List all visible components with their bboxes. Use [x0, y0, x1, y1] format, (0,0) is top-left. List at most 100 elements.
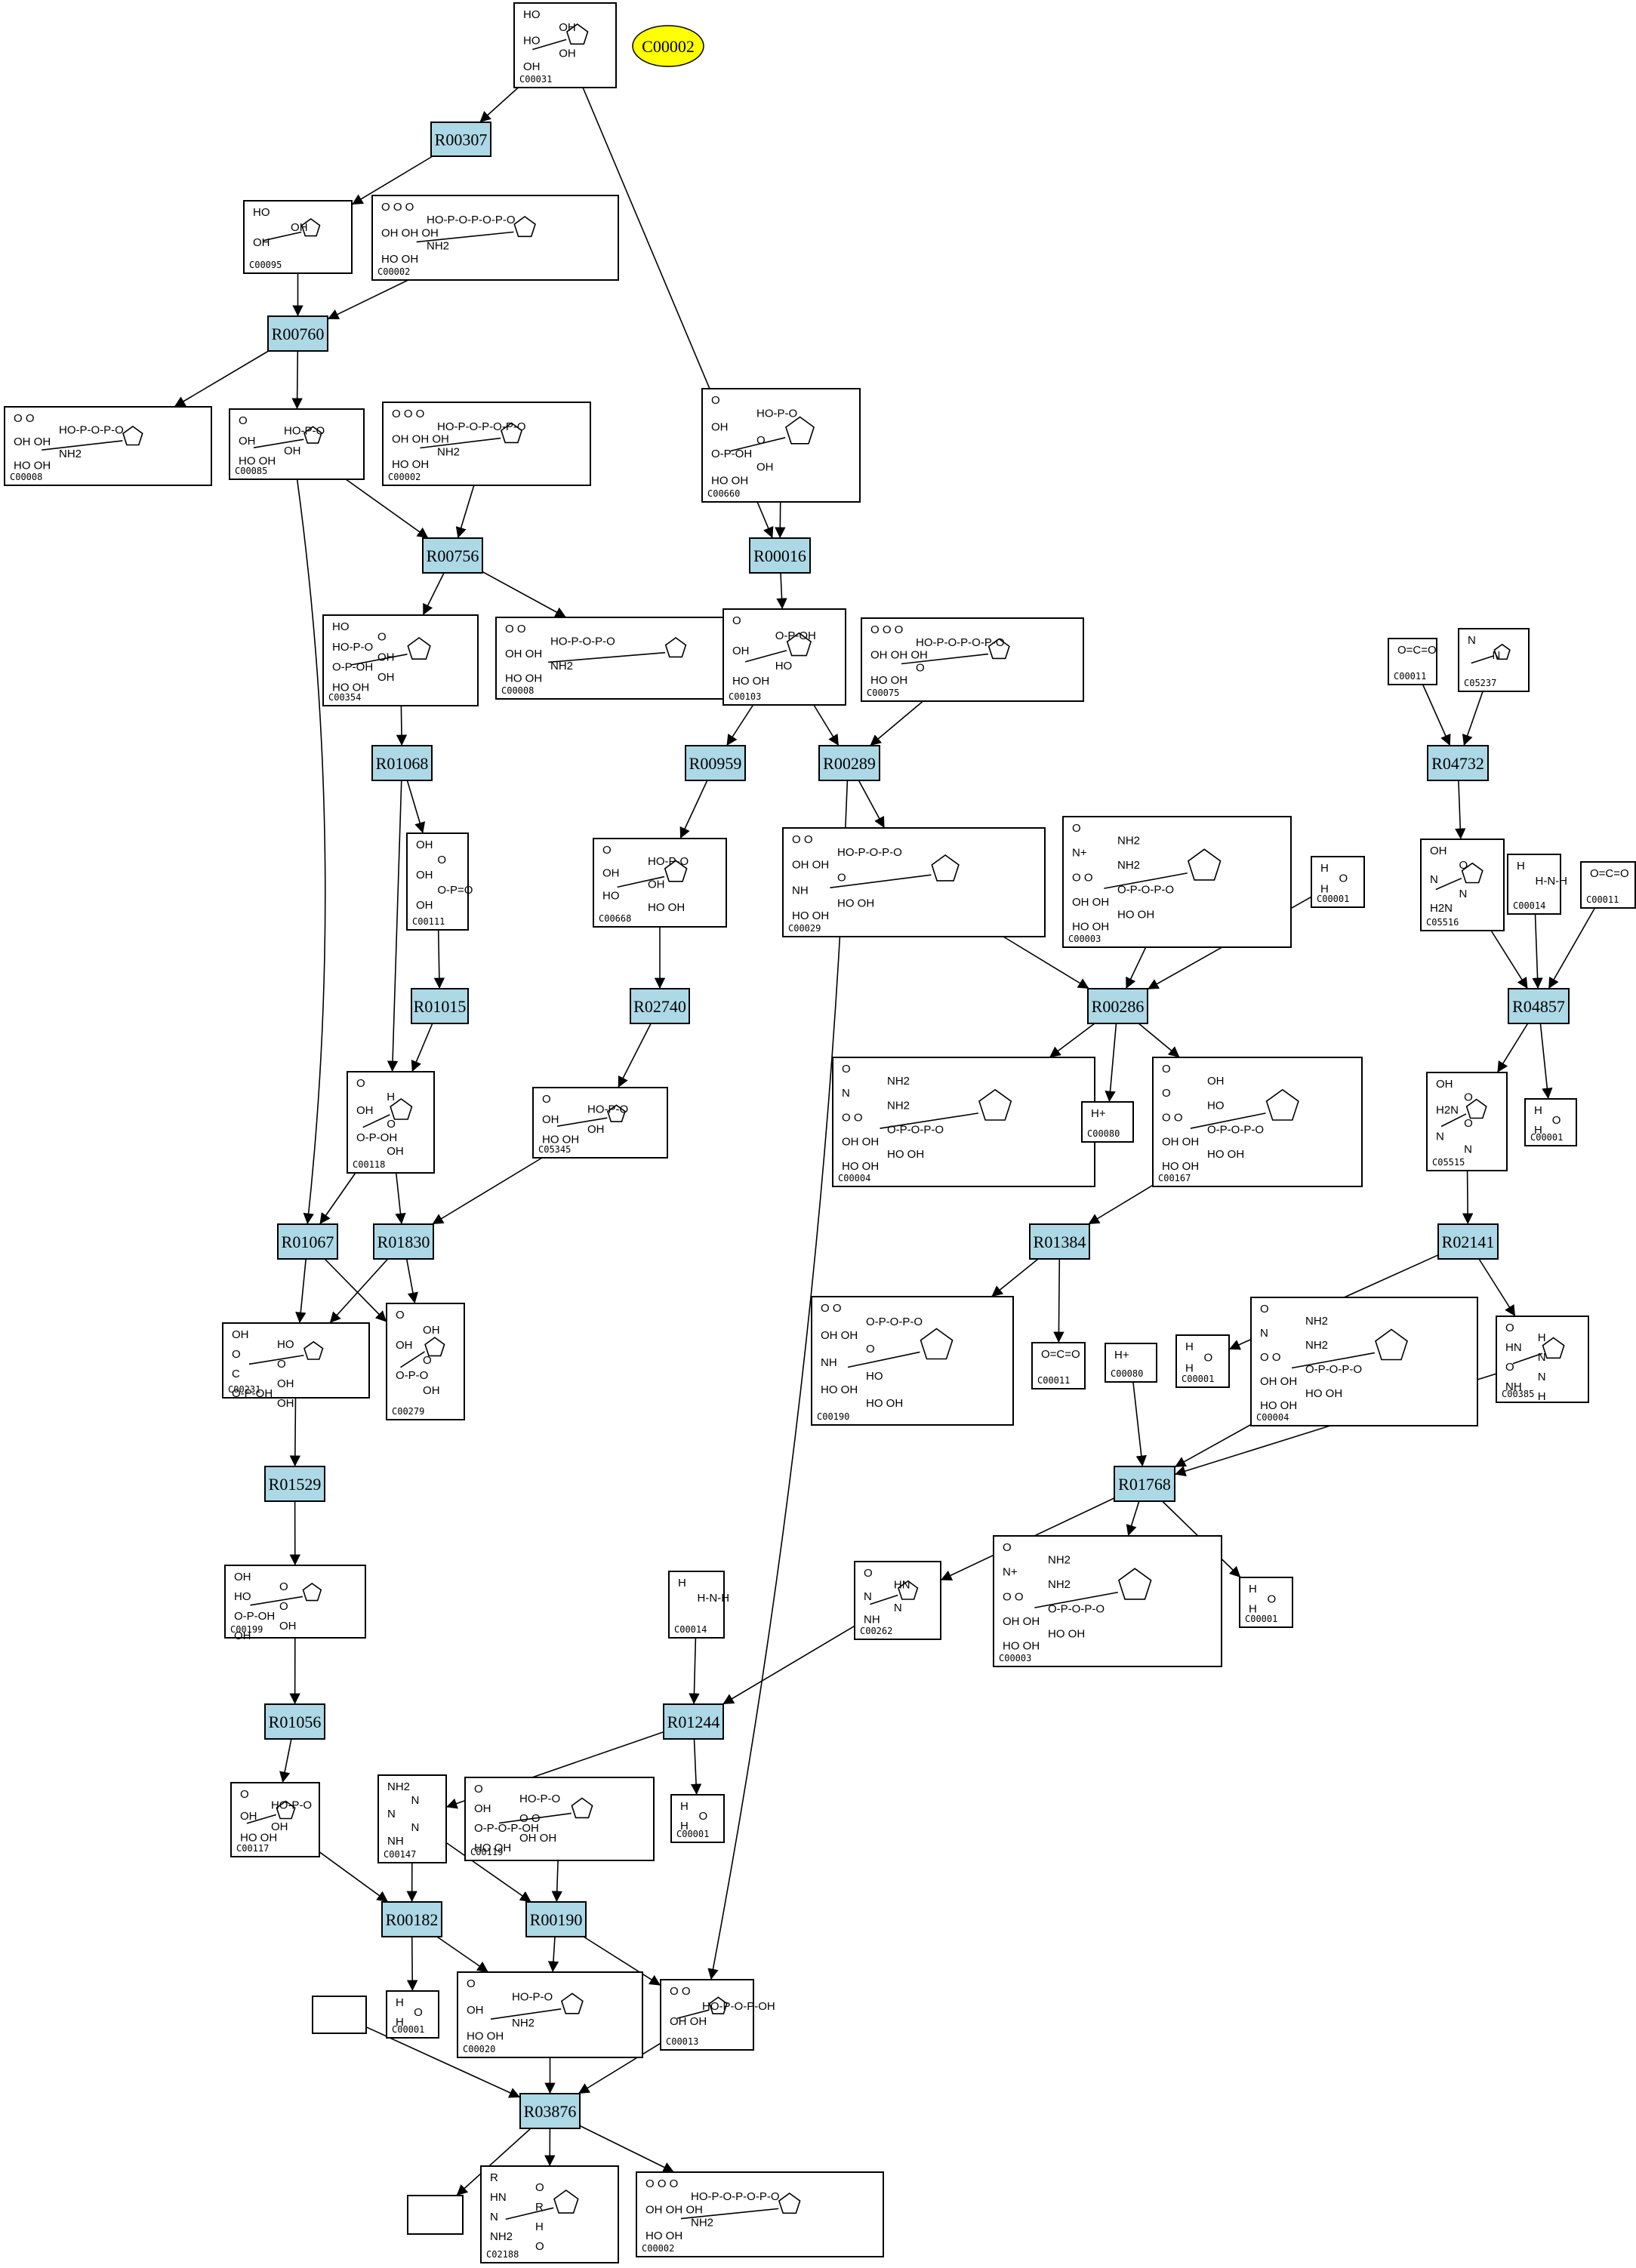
reaction-box[interactable] — [411, 988, 469, 1024]
compound-box[interactable] — [1507, 854, 1561, 915]
compound-box[interactable] — [230, 1782, 320, 1857]
compound-box[interactable] — [636, 2171, 884, 2257]
reaction-box[interactable] — [525, 1901, 587, 1937]
compound-box[interactable] — [993, 1535, 1222, 1667]
compound-box[interactable] — [660, 1979, 754, 2051]
compound-box[interactable] — [1580, 861, 1636, 909]
reaction-r00190[interactable]: R00190 — [525, 1901, 587, 1937]
compound-c00080[interactable]: H+C00080 — [1081, 1101, 1134, 1143]
compound-box[interactable] — [1062, 816, 1292, 948]
reaction-r00307[interactable]: R00307 — [430, 122, 491, 157]
reaction-r01830[interactable]: R01830 — [373, 1223, 434, 1260]
compound-box[interactable] — [832, 1057, 1095, 1187]
compound-box[interactable] — [457, 1971, 643, 2058]
compound-box[interactable] — [532, 1087, 668, 1159]
reaction-box[interactable] — [749, 537, 811, 574]
reaction-r00756[interactable]: R00756 — [422, 537, 483, 574]
compound-box[interactable] — [1311, 856, 1365, 908]
reaction-r00182[interactable]: R00182 — [381, 1901, 442, 1937]
compound-box[interactable] — [386, 1990, 439, 2039]
compound-box[interactable] — [1081, 1101, 1134, 1143]
compound-box[interactable] — [854, 1561, 941, 1640]
compound-box[interactable] — [1458, 628, 1530, 692]
compound-box[interactable] — [1250, 1297, 1478, 1426]
reaction-r00286[interactable]: R00286 — [1087, 988, 1148, 1024]
reaction-r01384[interactable]: R01384 — [1029, 1223, 1090, 1260]
compound-box[interactable] — [407, 2195, 464, 2235]
reaction-r02141[interactable]: R02141 — [1437, 1223, 1499, 1260]
reaction-r01068[interactable]: R01068 — [371, 745, 433, 781]
compound-box[interactable] — [1105, 1343, 1157, 1383]
reaction-box[interactable] — [630, 988, 690, 1024]
reaction-box[interactable] — [381, 1901, 442, 1937]
compound-box[interactable] — [670, 1794, 725, 1843]
compound-box[interactable] — [861, 617, 1084, 702]
reaction-r02740[interactable]: R02740 — [630, 988, 690, 1024]
reaction-box[interactable] — [1114, 1466, 1175, 1502]
reaction-r04857[interactable]: R04857 — [1508, 988, 1570, 1024]
reaction-box[interactable] — [264, 1703, 325, 1740]
highlight-ellipse[interactable] — [632, 25, 704, 67]
reaction-box[interactable] — [519, 2093, 581, 2129]
compound-box[interactable] — [513, 2, 617, 88]
reaction-r00959[interactable]: R00959 — [685, 745, 746, 781]
reaction-box[interactable] — [1087, 988, 1148, 1024]
reaction-box[interactable] — [264, 1466, 325, 1502]
compound-box[interactable] — [347, 1071, 435, 1174]
reaction-box[interactable] — [277, 1223, 338, 1260]
compound-box[interactable] — [377, 1774, 447, 1863]
compound-box[interactable] — [782, 827, 1046, 937]
reaction-box[interactable] — [685, 745, 746, 781]
compound-box[interactable] — [1420, 839, 1505, 931]
compound-box[interactable] — [406, 832, 469, 931]
compound-box[interactable] — [1426, 1072, 1508, 1171]
reaction-box[interactable] — [818, 745, 880, 781]
compound-box[interactable] — [1239, 1577, 1293, 1628]
compound-box[interactable] — [386, 1303, 465, 1420]
compound-box[interactable] — [593, 838, 727, 928]
compound-box[interactable] — [1524, 1098, 1577, 1146]
compound-box[interactable] — [382, 402, 591, 486]
reaction-r01015[interactable]: R01015 — [411, 988, 469, 1024]
reaction-r04732[interactable]: R04732 — [1427, 745, 1489, 781]
compound-box[interactable] — [322, 614, 479, 706]
reaction-r01244[interactable]: R01244 — [663, 1703, 724, 1740]
compound-box[interactable] — [243, 200, 353, 274]
reaction-r01768[interactable]: R01768 — [1114, 1466, 1175, 1502]
reaction-r03876[interactable]: R03876 — [519, 2093, 581, 2129]
reaction-box[interactable] — [373, 1223, 434, 1260]
reaction-r00760[interactable]: R00760 — [267, 315, 328, 352]
compound-box[interactable] — [222, 1322, 370, 1399]
reaction-r00016[interactable]: R00016 — [749, 537, 811, 574]
